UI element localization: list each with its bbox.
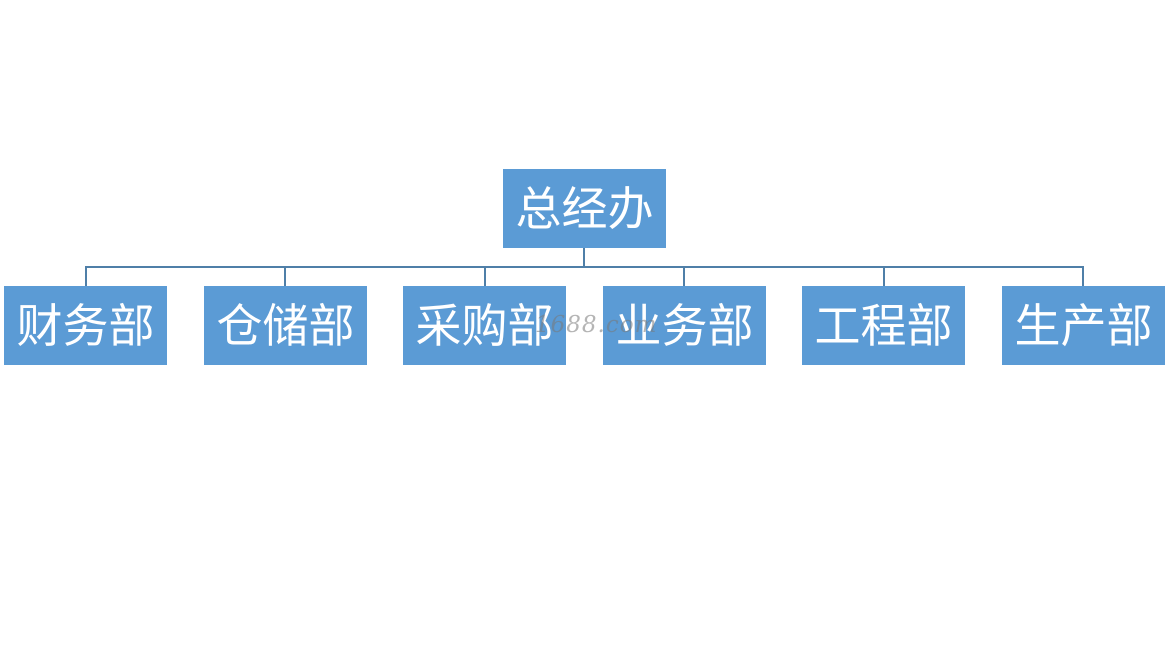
dept-node-label: 生产部 — [1014, 298, 1153, 353]
dept-node-finance[interactable]: 财务部 — [4, 286, 167, 365]
root-node-label: 总经办 — [515, 181, 654, 236]
dept-node-purchasing[interactable]: 采购部 — [403, 286, 566, 365]
branch-connector-business — [683, 266, 685, 286]
horizontal-bus-connector — [85, 266, 1084, 268]
dept-node-warehouse[interactable]: 仓储部 — [204, 286, 367, 365]
branch-connector-finance — [85, 266, 87, 286]
root-node-general-office[interactable]: 总经办 — [503, 169, 666, 248]
branch-connector-production — [1082, 266, 1084, 286]
branch-connector-warehouse — [284, 266, 286, 286]
root-stem-connector — [583, 248, 585, 267]
dept-node-production[interactable]: 生产部 — [1002, 286, 1165, 365]
dept-node-label: 财务部 — [16, 298, 155, 353]
dept-node-label: 工程部 — [814, 298, 953, 353]
branch-connector-purchasing — [484, 266, 486, 286]
dept-node-label: 仓储部 — [216, 298, 355, 353]
dept-node-engineering[interactable]: 工程部 — [802, 286, 965, 365]
dept-node-business[interactable]: 业务部 — [603, 286, 766, 365]
dept-node-label: 采购部 — [415, 298, 554, 353]
branch-connector-engineering — [883, 266, 885, 286]
dept-node-label: 业务部 — [615, 298, 754, 353]
